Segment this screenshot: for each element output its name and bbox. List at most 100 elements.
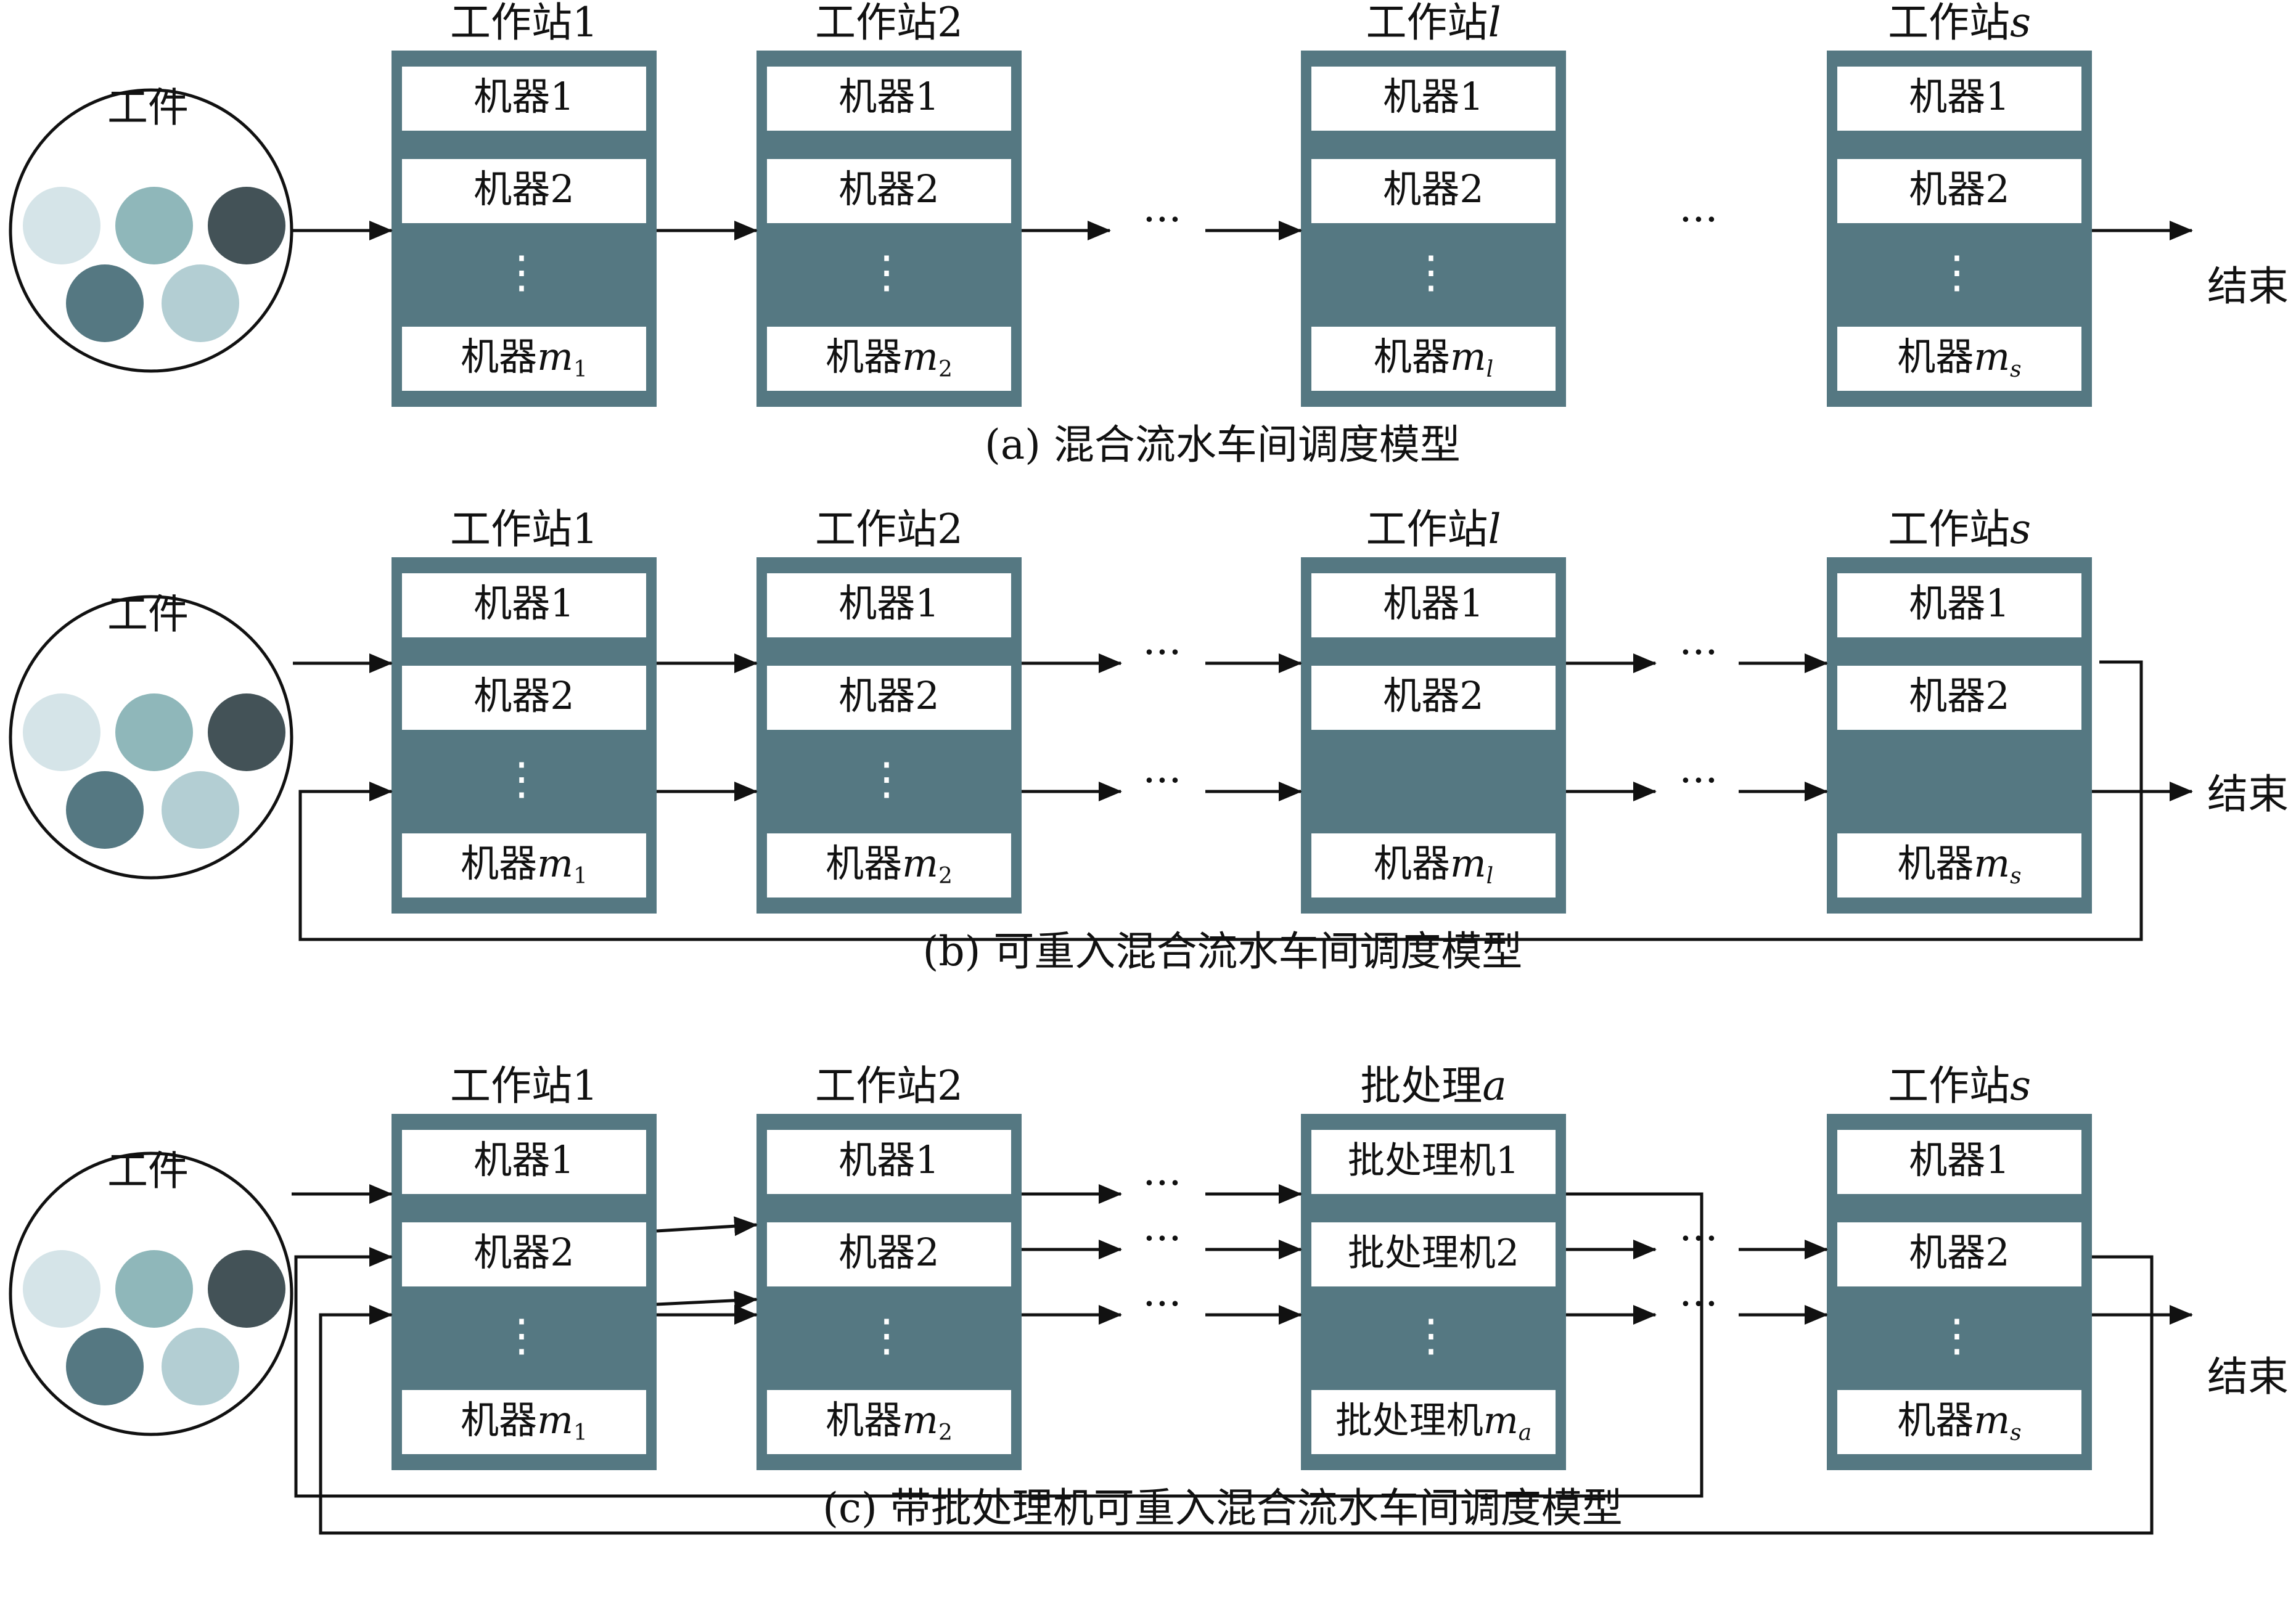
machine-box — [767, 666, 1011, 730]
machine-label: 机器ms — [1897, 841, 2021, 889]
machine-box — [402, 1390, 646, 1454]
vertical-ellipsis: ⋮ — [1935, 246, 1979, 298]
job-dot-4 — [66, 1328, 144, 1405]
end-label: 结束 — [2207, 263, 2289, 310]
re-entry-loop-final — [319, 1255, 2154, 1535]
panel-caption: (c) 带批处理机可重入混合流水车间调度模型 — [822, 1484, 1622, 1532]
station-title: 工作站s — [1888, 1062, 2031, 1110]
machine-label: 机器2 — [474, 673, 574, 718]
job-dot-3 — [208, 1250, 285, 1328]
machine-box — [1837, 67, 2081, 131]
flow-arrow — [656, 1290, 758, 1311]
machine-box — [1311, 67, 1556, 131]
job-pool-label: 工件 — [107, 1147, 189, 1195]
machine-box — [1311, 327, 1556, 391]
machine-box — [1311, 1222, 1556, 1286]
machine-label: 机器1 — [474, 1137, 574, 1182]
panel-b: 工件工作站1机器1机器2机器m1⋮工作站2机器1机器2机器m2⋮工作站l机器1机… — [9, 505, 2289, 975]
machine-box — [1837, 1390, 2081, 1454]
panel-c: 工件工作站1机器1机器2机器m1⋮工作站2机器1机器2机器m2⋮批处理a批处理机… — [9, 1062, 2289, 1535]
job-dot-3 — [208, 693, 285, 771]
station-4: 工作站s 机器1 机器2 机器ms ⋮ — [1827, 1062, 2092, 1470]
machine-label: 批处理机ma — [1335, 1399, 1531, 1445]
horizontal-ellipsis: ··· — [1679, 629, 1718, 676]
vertical-ellipsis: ⋮ — [1409, 246, 1453, 298]
machine-label: 机器2 — [838, 166, 939, 211]
horizontal-ellipsis: ··· — [1143, 1280, 1182, 1328]
machine-box — [1311, 833, 1556, 898]
station-title: 工作站1 — [450, 1062, 598, 1110]
machine-label: 机器ms — [1897, 334, 2021, 382]
station-title: 工作站s — [1888, 505, 2031, 553]
machine-label: 机器1 — [838, 74, 939, 119]
machine-box — [1311, 159, 1556, 223]
job-dot-1 — [23, 1250, 100, 1328]
station-title: 工作站2 — [815, 0, 963, 46]
machine-box — [1837, 327, 2081, 391]
vertical-ellipsis: ⋮ — [499, 1309, 544, 1361]
machine-box — [402, 1222, 646, 1286]
station-title: 工作站2 — [815, 1062, 963, 1110]
panel-a: 工件工作站1机器1机器2机器m1⋮工作站2机器1机器2机器m2⋮工作站l机器1机… — [9, 0, 2289, 468]
job-dot-4 — [66, 771, 144, 849]
machine-box — [767, 573, 1011, 637]
machine-box — [1837, 1222, 2081, 1286]
machine-label: 机器1 — [1909, 74, 2009, 119]
vertical-ellipsis: ⋮ — [1409, 1309, 1453, 1361]
machine-label: 机器ms — [1897, 1397, 2021, 1445]
machine-label: 机器2 — [1383, 673, 1483, 718]
horizontal-ellipsis: ··· — [1143, 1215, 1182, 1262]
machine-box — [1837, 159, 2081, 223]
end-label: 结束 — [2207, 1353, 2289, 1401]
machine-label: 机器ml — [1374, 841, 1493, 889]
station-3: 批处理a 批处理机1 批处理机2 批处理机ma ⋮ — [1301, 1062, 1566, 1470]
job-dot-1 — [23, 187, 100, 264]
job-dot-5 — [162, 264, 239, 342]
machine-label: 机器1 — [474, 581, 574, 626]
machine-box — [402, 573, 646, 637]
machine-label: 机器1 — [1383, 581, 1483, 626]
horizontal-ellipsis: ··· — [1679, 757, 1718, 804]
machine-label: 批处理机2 — [1348, 1232, 1519, 1275]
machine-label: 机器m1 — [461, 841, 588, 889]
machine-box — [767, 159, 1011, 223]
machine-label: 机器1 — [1909, 1137, 2009, 1182]
machine-label: 机器2 — [1909, 1230, 2009, 1275]
machine-box — [402, 159, 646, 223]
station-1: 工作站1 机器1 机器2 机器m1 ⋮ — [392, 505, 657, 914]
vertical-ellipsis: ⋮ — [1935, 1309, 1979, 1361]
job-dot-1 — [23, 693, 100, 771]
flow-arrow — [656, 1216, 758, 1237]
machine-box — [1837, 833, 2081, 898]
job-dot-5 — [162, 1328, 239, 1405]
machine-box — [1837, 1130, 2081, 1194]
horizontal-ellipsis: ··· — [1679, 1215, 1718, 1262]
machine-label: 机器m2 — [826, 334, 953, 382]
horizontal-ellipsis: ··· — [1143, 1159, 1182, 1207]
machine-label: 机器2 — [1909, 673, 2009, 718]
panel-caption: (b) 可重入混合流水车间调度模型 — [923, 928, 1523, 975]
machine-label: 批处理机1 — [1348, 1139, 1519, 1182]
station-title: 工作站s — [1888, 0, 2031, 46]
machine-label: 机器2 — [838, 1230, 939, 1275]
station-title: 工作站1 — [450, 505, 598, 553]
vertical-ellipsis: ⋮ — [864, 753, 909, 804]
horizontal-ellipsis: ··· — [1143, 629, 1182, 676]
job-pool-label: 工件 — [107, 84, 189, 131]
horizontal-ellipsis: ··· — [1679, 196, 1718, 243]
station-title: 批处理a — [1360, 1062, 1506, 1110]
machine-box — [1311, 666, 1556, 730]
job-dot-2 — [115, 187, 193, 264]
vertical-ellipsis: ⋮ — [864, 1309, 909, 1361]
machine-box — [402, 666, 646, 730]
vertical-ellipsis: ⋮ — [499, 753, 544, 804]
machine-label: 机器1 — [838, 1137, 939, 1182]
machine-box — [767, 67, 1011, 131]
job-dot-3 — [208, 187, 285, 264]
